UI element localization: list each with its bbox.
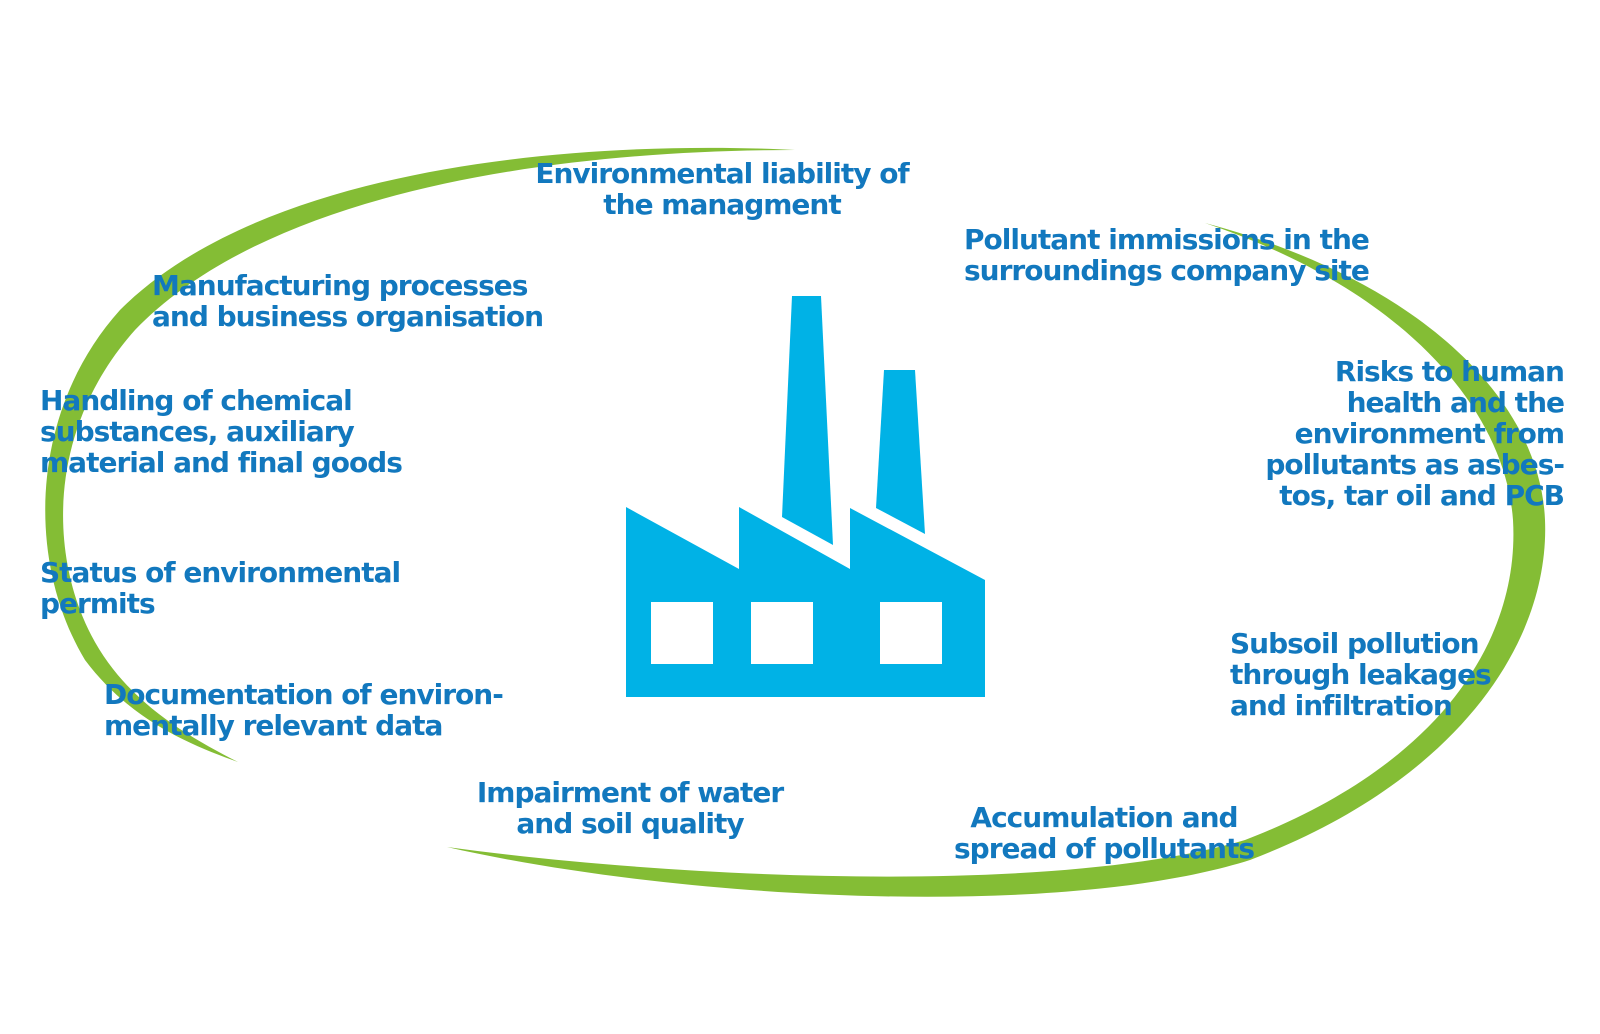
factory-window bbox=[751, 602, 813, 664]
label-impairment: Impairment of water and soil quality bbox=[476, 776, 784, 840]
factory-chimney-tall bbox=[782, 296, 833, 545]
label-accumulation: Accumulation and spread of pollutants bbox=[953, 801, 1255, 865]
label-permits: Status of environmental permits bbox=[40, 556, 401, 620]
label-documentation: Documentation of environ- mentally relev… bbox=[104, 678, 504, 742]
factory-window bbox=[880, 602, 942, 664]
label-pollutant-immissions: Pollutant immissions in the surroundings… bbox=[964, 223, 1370, 287]
label-handling-chemicals: Handling of chemical substances, auxilia… bbox=[40, 384, 403, 479]
factory-icon bbox=[626, 296, 985, 697]
factory-chimney-short bbox=[876, 370, 925, 534]
label-environmental-liability: Environmental liability of the managment bbox=[535, 157, 909, 221]
label-manufacturing: Manufacturing processes and business org… bbox=[152, 269, 544, 333]
label-health-risks: Risks to human health and the environmen… bbox=[1265, 355, 1565, 512]
label-subsoil-pollution: Subsoil pollution through leakages and i… bbox=[1230, 627, 1492, 722]
factory-window bbox=[651, 602, 713, 664]
